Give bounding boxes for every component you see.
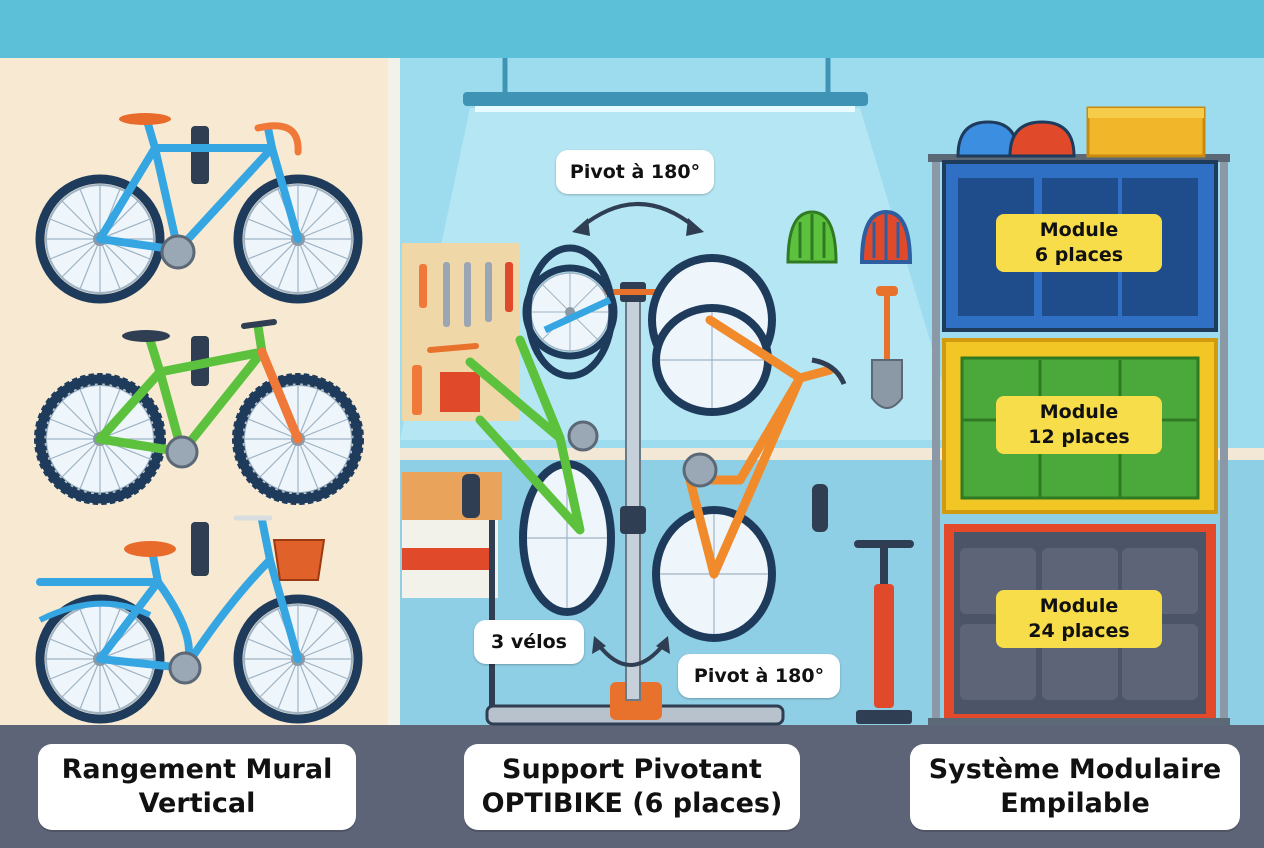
module-12-label: Module 12 places <box>996 396 1162 454</box>
stand-bike-green <box>427 335 615 616</box>
wall-bike-mountain <box>34 319 364 505</box>
pivot-arrow-bottom <box>596 642 666 667</box>
module-6-label: Module 6 places <box>996 214 1162 272</box>
pivot-stand <box>485 282 785 726</box>
pivot-arrow-top <box>578 202 698 230</box>
caption-modular-system: Système Modulaire Empilable <box>910 744 1240 830</box>
shovel-icon <box>871 286 903 409</box>
pivot-bottom-label: Pivot à 180° <box>678 654 840 698</box>
module-12-line2: 12 places <box>1028 426 1130 448</box>
caption-modular-line2: Empilable <box>1000 788 1150 819</box>
caption-pivot-line2: OPTIBIKE (6 places) <box>481 788 783 819</box>
helmet-red-icon <box>859 209 913 264</box>
pivot-top-label: Pivot à 180° <box>556 150 714 194</box>
caption-modular-line1: Système Modulaire <box>928 754 1222 785</box>
stand-bike-top-left <box>526 244 614 380</box>
caption-wall-line1: Rangement Mural <box>61 754 333 785</box>
stand-bike-top-right <box>648 254 776 416</box>
pump-icon <box>854 540 914 724</box>
caption-pivot-stand: Support Pivotant OPTIBIKE (6 places) <box>464 744 800 830</box>
module-12-line1: Module <box>1039 401 1119 423</box>
caption-wall-storage: Rangement Mural Vertical <box>38 744 356 830</box>
module-24-label: Module 24 places <box>996 590 1162 648</box>
caption-pivot-line1: Support Pivotant <box>502 754 762 785</box>
storage-box-icon <box>1086 106 1206 158</box>
module-24-line1: Module <box>1039 595 1119 617</box>
wall-bike-road <box>40 113 358 299</box>
caption-wall-line2: Vertical <box>138 788 256 819</box>
stand-bike-orange <box>652 315 847 642</box>
helmet-red-top-icon <box>1008 120 1076 158</box>
bike-count-label: 3 vélos <box>474 620 584 664</box>
helmet-green-icon <box>786 210 838 264</box>
wall-bike-city <box>40 515 358 719</box>
module-6-line1: Module <box>1039 219 1119 241</box>
module-24-line2: 24 places <box>1028 620 1130 642</box>
tool-pegboard <box>402 243 520 421</box>
module-6-line2: 6 places <box>1034 244 1124 266</box>
